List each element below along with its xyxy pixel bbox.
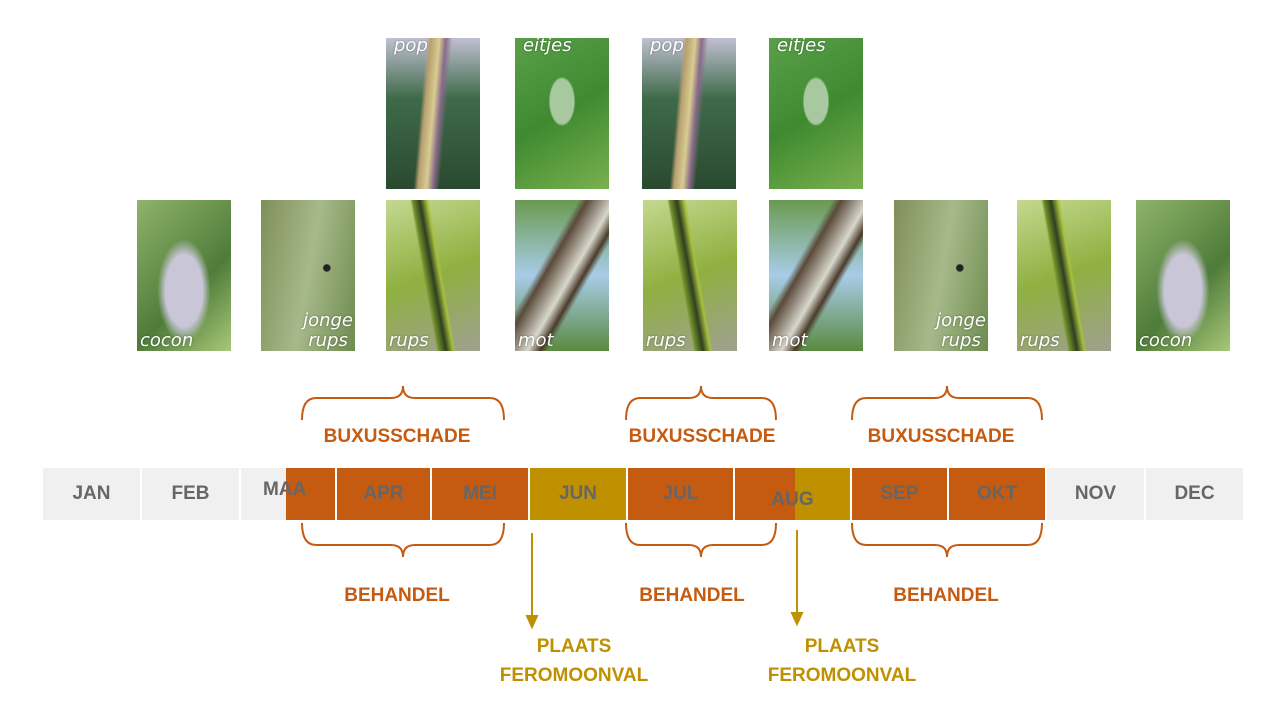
- photo-label: rups: [389, 330, 429, 351]
- damage-label: BUXUSSCHADE: [628, 426, 776, 447]
- photo-label: cocon: [1139, 330, 1193, 351]
- photo-eitjes: eitjes: [769, 38, 863, 189]
- photo-jonge: jonge rups: [894, 200, 988, 351]
- damage-label: BUXUSSCHADE: [323, 426, 471, 447]
- photo-label: pop: [650, 38, 684, 56]
- month-label: APR: [363, 483, 404, 504]
- treatment-label: BEHANDEL: [639, 585, 745, 606]
- treatment-brace: [625, 522, 777, 558]
- month-label: JAN: [72, 483, 111, 504]
- month-label: SEP: [880, 483, 919, 504]
- photo-mot: mot: [515, 200, 609, 351]
- month-nov: [1047, 468, 1144, 520]
- month-label: JUL: [662, 483, 699, 504]
- photo-label: eitjes: [523, 38, 572, 56]
- damage-label: BUXUSSCHADE: [867, 426, 1015, 447]
- month-label: DEC: [1174, 483, 1215, 504]
- trap-label-line1: PLAATS: [536, 636, 612, 657]
- damage-period: [628, 468, 733, 520]
- photo-rups: rups: [386, 200, 480, 351]
- trap-label-line2: FEROMOONVAL: [499, 665, 649, 686]
- damage-period: [286, 468, 335, 520]
- month-label: OKT: [976, 483, 1018, 504]
- damage-period: [852, 468, 947, 520]
- damage-period: [949, 468, 1045, 520]
- trap-period: [530, 468, 626, 520]
- photo-label: jonge rups: [936, 310, 986, 351]
- photo-pop: pop: [386, 38, 480, 189]
- treatment-brace: [851, 522, 1043, 558]
- photo-mot: mot: [769, 200, 863, 351]
- month-label: AUG: [771, 489, 814, 510]
- damage-brace: [301, 385, 505, 421]
- month-label: MAA: [263, 479, 307, 500]
- photo-cocon: cocon: [137, 200, 231, 351]
- treatment-brace: [301, 522, 505, 558]
- photo-label: cocon: [140, 330, 194, 351]
- photo-label: rups: [1020, 330, 1060, 351]
- photo-rups: rups: [643, 200, 737, 351]
- photo-eitjes: eitjes: [515, 38, 609, 189]
- month-dec: [1146, 468, 1243, 520]
- photo-rups: rups: [1017, 200, 1111, 351]
- photo-label: eitjes: [777, 38, 826, 56]
- photo-jonge: jonge rups: [261, 200, 355, 351]
- damage-period: [432, 468, 528, 520]
- photo-pop: pop: [642, 38, 736, 189]
- month-label: JUN: [558, 483, 597, 504]
- damage-period: [735, 468, 795, 520]
- month-label: NOV: [1074, 483, 1117, 504]
- month-label: MEI: [463, 483, 497, 504]
- treatment-label: BEHANDEL: [344, 585, 450, 606]
- trap-arrowhead-1: [525, 615, 539, 630]
- month-feb: [142, 468, 239, 520]
- month-label: FEB: [171, 483, 210, 504]
- photo-label: rups: [646, 330, 686, 351]
- trap-label-line2: FEROMOONVAL: [767, 665, 917, 686]
- trap-label-line1: PLAATS: [804, 636, 880, 657]
- trap-period: [795, 468, 850, 520]
- damage-brace: [625, 385, 777, 421]
- damage-brace: [851, 385, 1043, 421]
- trap-arrowhead-2: [790, 612, 804, 627]
- treatment-label: BEHANDEL: [893, 585, 999, 606]
- damage-period: [337, 468, 430, 520]
- photo-label: mot: [772, 330, 808, 351]
- photo-cocon: cocon: [1136, 200, 1230, 351]
- photo-label: pop: [394, 38, 428, 56]
- photo-label: mot: [518, 330, 554, 351]
- photo-label: jonge rups: [303, 310, 353, 351]
- month-jan: [43, 468, 140, 520]
